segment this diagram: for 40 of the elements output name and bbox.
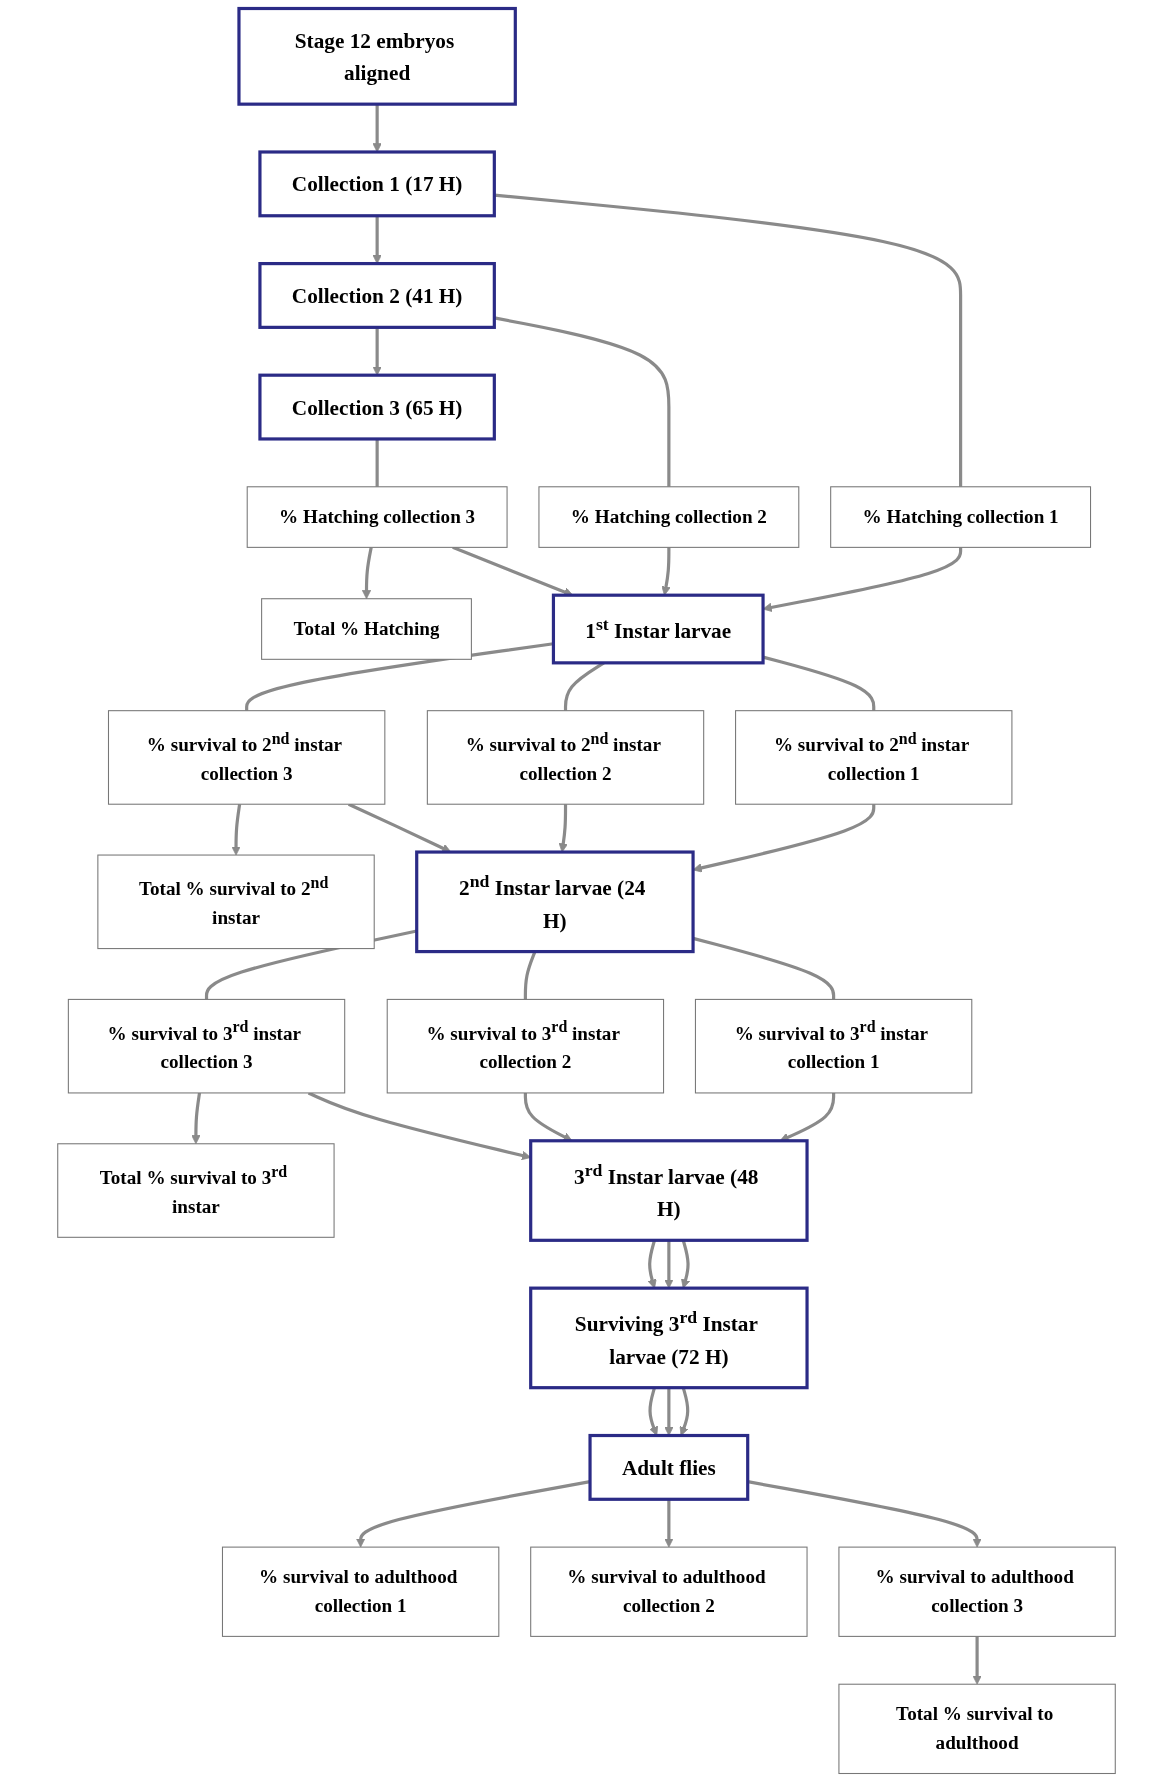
node-box: Collection 2 (41 H) <box>258 262 496 329</box>
node-box: Total % Hatching <box>261 598 472 660</box>
node-box: % survival to 3$^{rd}$ instar collection 2 <box>386 998 665 1094</box>
node-box: Adult flies <box>588 1433 750 1501</box>
node-box: % survival to 3$^{rd}$ instar collection 1 <box>694 998 973 1094</box>
connector <box>523 951 537 1000</box>
node-box: % survival to 2$^{nd}$ instar collection 1 <box>735 710 1013 805</box>
node-box: % Hatching collection 3 <box>246 486 508 548</box>
node-box: Surviving 3$^{rd}$ Instar larvae (72 H) <box>529 1286 809 1390</box>
node-box: Collection 1 (17 H) <box>258 150 496 218</box>
connector <box>375 438 379 487</box>
node-box: % survival to 2$^{nd}$ instar collection 3 <box>107 710 386 805</box>
node-box: Total % survival to 3$^{rd}$ instar <box>57 1143 335 1238</box>
node-box: Collection 3 (65 H) <box>258 373 496 441</box>
arrow <box>661 547 671 596</box>
arrow <box>361 547 373 600</box>
node-box: % survival to adulthood collection 1 <box>221 1546 500 1637</box>
node-box: % survival to 3$^{rd}$ instar collection 3 <box>67 998 346 1094</box>
node-box: 2$^{nd}$ Instar larvae (24 H) <box>415 850 695 954</box>
node-box: Total % survival to adulthood <box>838 1683 1116 1775</box>
arrow <box>231 803 242 856</box>
arrow <box>648 1387 659 1436</box>
node-box: % Hatching collection 2 <box>538 486 800 548</box>
arrow <box>558 804 568 853</box>
node-box: Stage 12 embryos aligned <box>237 6 517 106</box>
node-box: % survival to adulthood collection 2 <box>530 1546 808 1637</box>
node-box: % Hatching collection 1 <box>830 486 1092 548</box>
arrow <box>972 1636 982 1685</box>
node-box: 3$^{rd}$ Instar larvae (48 H) <box>529 1139 809 1242</box>
arrow <box>664 1499 674 1548</box>
arrow <box>664 1387 674 1436</box>
arrow <box>372 215 382 264</box>
node-box: Total % survival to 2$^{nd}$ instar <box>97 854 375 950</box>
arrow <box>664 1240 674 1289</box>
arrow <box>679 1387 690 1436</box>
node-box: % survival to adulthood collection 3 <box>838 1546 1116 1637</box>
node-box: % survival to 2$^{nd}$ instar collection 2 <box>426 710 705 805</box>
node-box: 1$^{st}$ Instar larvae <box>551 593 765 665</box>
arrow <box>191 1092 202 1145</box>
arrow <box>372 327 382 376</box>
